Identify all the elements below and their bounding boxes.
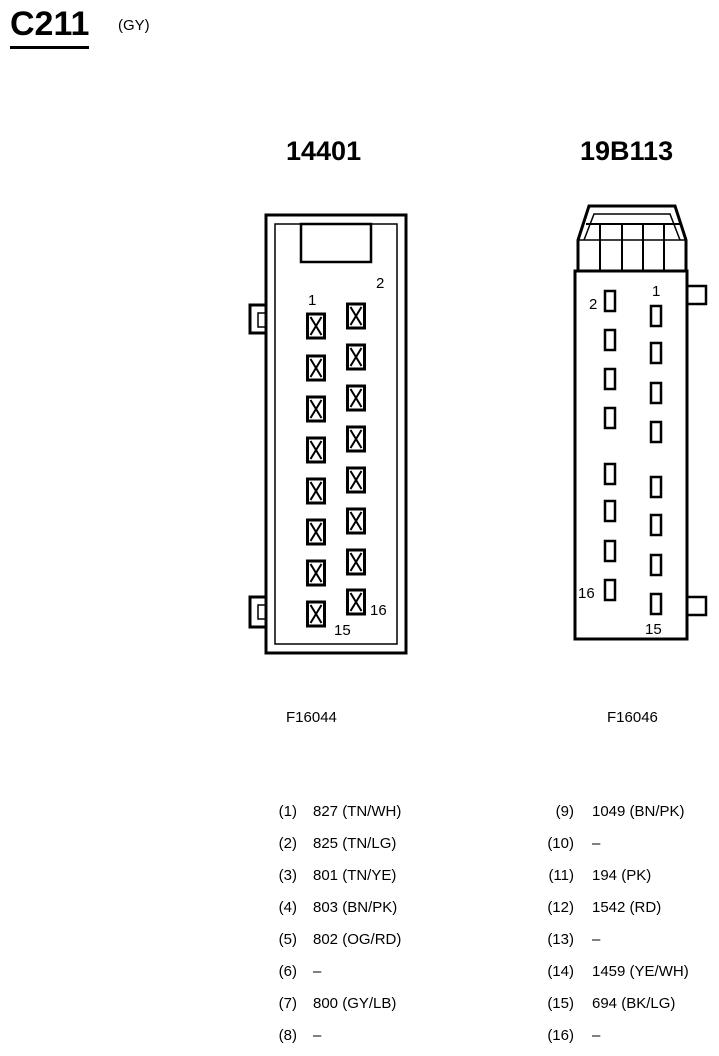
c1-terminal-2 [346, 302, 366, 330]
pinout-right-pin-number: (16) [547, 1027, 574, 1044]
c1-terminal-11 [306, 518, 326, 546]
c2-cavity-9 [649, 475, 663, 499]
c2-cavity-11 [649, 513, 663, 537]
c2-cavity-15 [649, 592, 663, 616]
c1-pin-label-15: 15 [334, 622, 351, 639]
connector-2-pin-cavities [603, 289, 663, 616]
c1-terminal-14 [346, 548, 366, 576]
c1-terminal-4 [346, 343, 366, 371]
c1-terminal-6 [346, 384, 366, 412]
pinout-left-pin-number: (1) [278, 803, 297, 820]
pinout-left-pin-number: (3) [278, 867, 297, 884]
c1-terminal-13 [306, 559, 326, 587]
c2-cavity-13 [649, 553, 663, 577]
pinout-left-circuit: 801 (TN/YE) [313, 867, 397, 884]
c1-terminal-15 [306, 600, 326, 628]
c1-terminal-12 [346, 507, 366, 535]
pinout-left-pin-number: (7) [278, 995, 297, 1012]
c2-cavity-3 [649, 341, 663, 365]
c2-cavity-2 [603, 289, 617, 313]
c2-pin-label-16: 16 [578, 585, 595, 602]
pinout-left-circuit: 803 (BN/PK) [313, 899, 398, 916]
pinout-left-circuit: – [313, 963, 322, 980]
pinout-right-circuit: 194 (PK) [592, 867, 652, 884]
pinout-left-circuit: 800 (GY/LB) [313, 995, 397, 1012]
c1-pin-label-1: 1 [308, 292, 317, 309]
figure-id-1: F16044 [286, 709, 337, 726]
connector-2-body [573, 204, 708, 641]
c2-cavity-7 [649, 420, 663, 444]
pinout-right-circuit: 694 (BK/LG) [592, 995, 676, 1012]
c2-cavity-14 [603, 539, 617, 563]
c1-terminal-1 [306, 312, 326, 340]
c2-cavity-8 [603, 406, 617, 430]
pinout-right-pin-number: (10) [547, 835, 574, 852]
c2-pin-label-1: 1 [652, 283, 661, 300]
pinout-right-circuit: 1542 (RD) [592, 899, 662, 916]
c1-terminal-7 [306, 436, 326, 464]
pinout-right-pin-number: (12) [547, 899, 574, 916]
c2-cavity-1 [649, 304, 663, 328]
c2-cavity-16 [603, 578, 617, 602]
connector-color-code: (GY) [118, 17, 150, 34]
pinout-right-pin-number: (11) [548, 867, 574, 884]
c1-terminal-10 [346, 466, 366, 494]
pinout-right-pin-number: (14) [547, 963, 574, 980]
connector-id-title: C211 [10, 4, 90, 49]
connector-1-part-number: 14401 [286, 136, 362, 166]
pinout-right-circuit: 1049 (BN/PK) [592, 803, 685, 820]
pinout-left-circuit: 827 (TN/WH) [313, 803, 402, 820]
c1-terminal-16 [346, 588, 366, 616]
c2-cavity-6 [603, 367, 617, 391]
pinout-left-pin-number: (4) [278, 899, 297, 916]
c1-terminal-8 [346, 425, 366, 453]
connector-1-body [248, 213, 408, 655]
c1-pin-label-2: 2 [376, 275, 385, 292]
c2-pin-label-15: 15 [645, 621, 662, 638]
c2-cavity-10 [603, 462, 617, 486]
pinout-left-circuit: 825 (TN/LG) [313, 835, 397, 852]
pinout-right-circuit: 1459 (YE/WH) [592, 963, 689, 980]
pinout-left-circuit: – [313, 1027, 322, 1044]
c2-cavity-4 [603, 328, 617, 352]
pinout-right-pin-number: (9) [555, 803, 574, 820]
pinout-right-pin-number: (15) [547, 995, 574, 1012]
c2-cavity-5 [649, 381, 663, 405]
pinout-left-pin-number: (6) [278, 963, 297, 980]
c1-pin-label-16: 16 [370, 602, 387, 619]
c1-terminal-5 [306, 395, 326, 423]
pinout-right-pin-number: (13) [547, 931, 574, 948]
figure-id-2: F16046 [607, 709, 658, 726]
c2-cavity-12 [603, 499, 617, 523]
connector-2-part-number: 19B113 [580, 136, 674, 166]
pinout-left-pin-number: (8) [278, 1027, 297, 1044]
c2-pin-label-2: 2 [589, 296, 598, 313]
connector-1-pin-cavities [306, 302, 366, 628]
c1-terminal-9 [306, 477, 326, 505]
pinout-right-circuit: – [592, 835, 601, 852]
pinout-left-pin-number: (5) [278, 931, 297, 948]
pinout-right-circuit: – [592, 931, 601, 948]
pinout-right-circuit: – [592, 1027, 601, 1044]
pinout-left-pin-number: (2) [278, 835, 297, 852]
c1-terminal-3 [306, 354, 326, 382]
pinout-left-circuit: 802 (OG/RD) [313, 931, 402, 948]
